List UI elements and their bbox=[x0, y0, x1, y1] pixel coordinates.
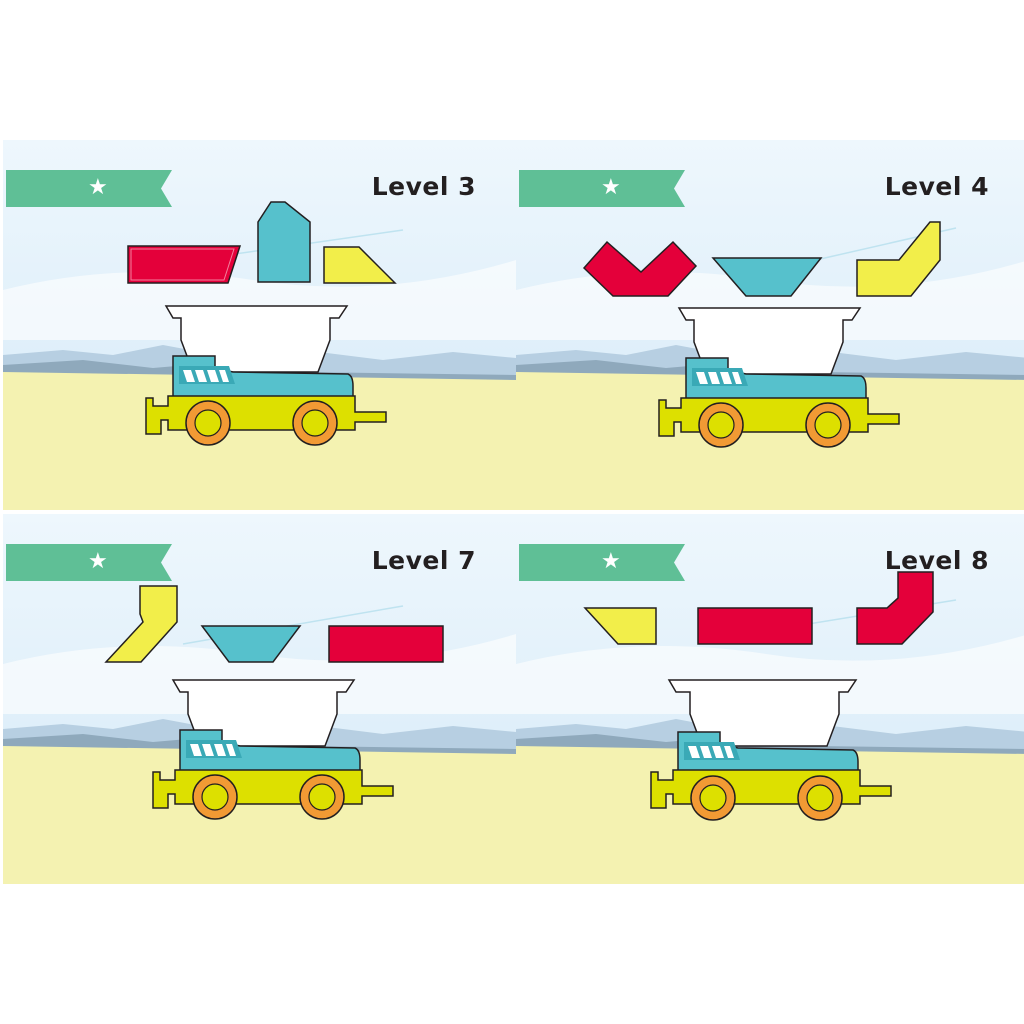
puzzle-piece-red-rectangle[interactable] bbox=[697, 607, 813, 645]
puzzle-piece-red-chevron[interactable] bbox=[582, 240, 698, 297]
wheel-front bbox=[192, 774, 238, 820]
star-icon: ★ bbox=[601, 549, 621, 574]
level-card-7[interactable]: ★ Level 7 bbox=[3, 514, 516, 884]
truck bbox=[650, 679, 892, 821]
truck bbox=[145, 305, 387, 446]
level-title: Level 3 bbox=[371, 172, 476, 201]
level-ribbon: ★ bbox=[519, 544, 685, 581]
level-title: Level 7 bbox=[371, 546, 476, 575]
wheel-rear bbox=[805, 402, 851, 448]
wheel-rear bbox=[292, 400, 338, 446]
puzzle-piece-teal-trapezoid[interactable] bbox=[711, 257, 823, 297]
puzzle-piece-red-angle[interactable] bbox=[856, 571, 934, 645]
puzzle-piece-yellow-trapezoid[interactable] bbox=[323, 246, 397, 284]
puzzle-piece-red-rectangle[interactable] bbox=[328, 625, 444, 663]
puzzle-piece-red-parallelogram[interactable] bbox=[127, 245, 242, 284]
truck bbox=[152, 679, 394, 820]
wheel-front bbox=[698, 402, 744, 448]
star-icon: ★ bbox=[88, 175, 108, 200]
puzzle-piece-teal-pentagon[interactable] bbox=[257, 201, 311, 283]
level-card-4[interactable]: ★ Level 4 bbox=[516, 140, 1024, 510]
wheel-front bbox=[690, 775, 736, 821]
star-icon: ★ bbox=[601, 175, 621, 200]
wheel-rear bbox=[299, 774, 345, 820]
puzzle-piece-yellow-trapezoid[interactable] bbox=[583, 607, 657, 645]
level-ribbon: ★ bbox=[519, 170, 685, 207]
wheel-front bbox=[185, 400, 231, 446]
truck bbox=[658, 307, 900, 448]
puzzle-piece-yellow-angle[interactable] bbox=[856, 221, 941, 297]
level-card-8[interactable]: ★ Level 8 bbox=[516, 514, 1024, 884]
puzzle-piece-teal-trapezoid[interactable] bbox=[200, 625, 302, 663]
wheel-rear bbox=[797, 775, 843, 821]
level-ribbon: ★ bbox=[6, 170, 172, 207]
level-ribbon: ★ bbox=[6, 544, 172, 581]
puzzle-piece-yellow-angle[interactable] bbox=[104, 585, 178, 663]
level-card-3[interactable]: ★ Level 3 bbox=[3, 140, 516, 510]
level-title: Level 4 bbox=[884, 172, 989, 201]
level-title: Level 8 bbox=[884, 546, 989, 575]
star-icon: ★ bbox=[88, 549, 108, 574]
